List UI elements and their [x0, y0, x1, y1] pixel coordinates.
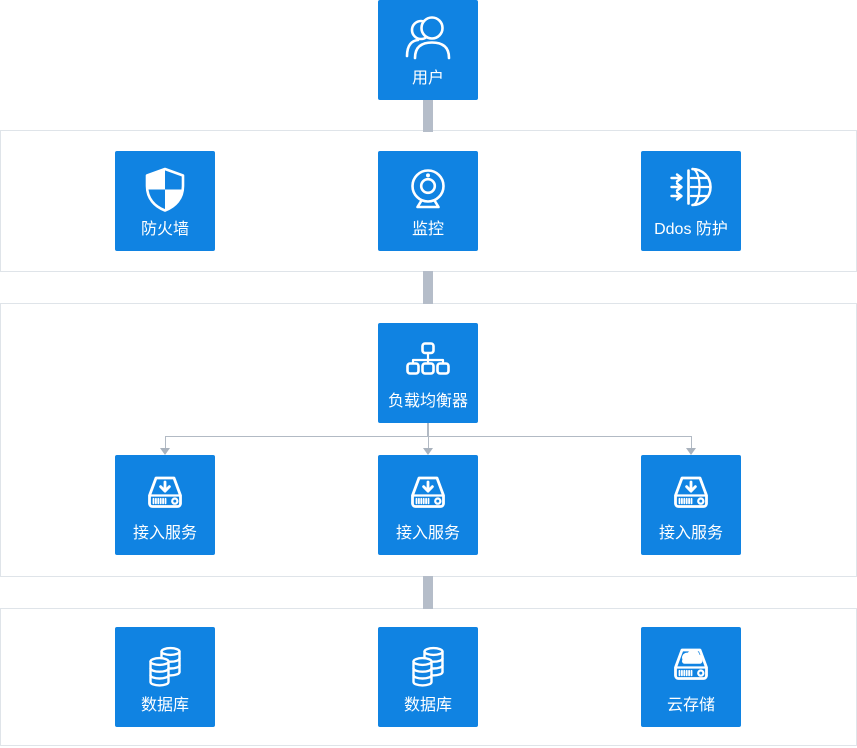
connector-user-to-security [423, 100, 433, 132]
database-icon [141, 627, 189, 697]
branch-vertical-line [164, 436, 166, 449]
branch-arrow-icon [423, 448, 433, 455]
connector-access-to-storage [423, 576, 433, 609]
node-label: Ddos 防护 [654, 221, 728, 238]
branch-stub-line [427, 422, 429, 436]
connector-security-to-lb [423, 271, 433, 304]
node-label: 接入服务 [395, 525, 460, 542]
node-access-service-3[interactable]: 接入服务 [641, 455, 741, 555]
database-icon [404, 627, 452, 697]
node-monitor[interactable]: 监控 [378, 151, 478, 251]
node-ddos-protection[interactable]: Ddos 防护 [641, 151, 741, 251]
node-user[interactable]: 用户 [378, 0, 478, 100]
branch-arrow-icon [160, 448, 170, 455]
node-cloud-storage[interactable]: 云存储 [641, 627, 741, 727]
node-label: 接入服务 [658, 525, 723, 542]
shield-icon [141, 151, 189, 221]
node-label: 数据库 [403, 697, 452, 714]
node-label: 接入服务 [132, 525, 197, 542]
node-database-1[interactable]: 数据库 [115, 627, 215, 727]
node-label: 数据库 [140, 697, 189, 714]
webcam-icon [404, 151, 452, 221]
branch-arrow-icon [686, 448, 696, 455]
users-icon [402, 0, 454, 70]
branch-vertical-line [690, 436, 692, 449]
node-label: 云存储 [666, 697, 715, 714]
node-database-2[interactable]: 数据库 [378, 627, 478, 727]
node-access-service-1[interactable]: 接入服务 [115, 455, 215, 555]
server-download-icon [404, 455, 452, 525]
node-load-balancer[interactable]: 负载均衡器 [378, 323, 478, 423]
branch-vertical-line [427, 436, 429, 449]
node-access-service-2[interactable]: 接入服务 [378, 455, 478, 555]
ddos-globe-icon [667, 151, 715, 221]
server-download-icon [667, 455, 715, 525]
cloud-drive-icon [667, 627, 715, 697]
node-label: 用户 [411, 70, 444, 87]
server-download-icon [141, 455, 189, 525]
topology-icon [404, 323, 452, 393]
node-label: 监控 [411, 221, 444, 238]
node-firewall[interactable]: 防火墙 [115, 151, 215, 251]
node-label: 负载均衡器 [387, 393, 468, 410]
node-label: 防火墙 [140, 221, 189, 238]
